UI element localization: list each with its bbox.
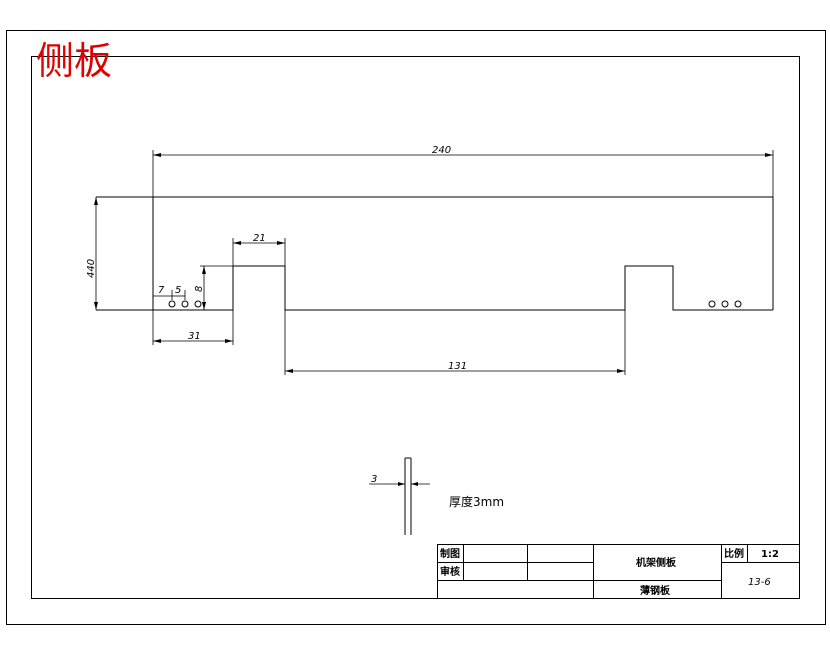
hole — [168, 300, 176, 308]
tb-part-name: 机架侧板 — [636, 556, 677, 569]
hole — [721, 300, 729, 308]
tb-scale-label: 比例 — [724, 547, 744, 560]
dim-hole-spacing: 5 — [175, 285, 181, 296]
tb-drawn-label: 制图 — [440, 547, 460, 560]
hole — [194, 300, 202, 308]
hole — [734, 300, 742, 308]
drawing-frame — [31, 56, 800, 599]
dim-hole-offset: 7 — [158, 285, 165, 296]
hole — [708, 300, 716, 308]
thickness-section — [369, 457, 430, 535]
part-outline — [96, 196, 774, 311]
dim-height: 440 — [86, 259, 97, 278]
sheet-border — [6, 30, 826, 625]
dim-hole-height: 8 — [194, 286, 205, 292]
tb-scale-value: 1:2 — [761, 549, 779, 560]
dim-overall-length: 240 — [432, 145, 451, 156]
mounting-holes — [168, 300, 742, 308]
dim-tab-gap: 131 — [448, 361, 467, 372]
thickness-note: 厚度3mm — [449, 494, 504, 509]
tb-material: 薄钢板 — [640, 584, 671, 597]
dim-tab-offset: 31 — [188, 331, 201, 342]
drawing-title: 侧板 — [36, 39, 112, 83]
tb-drawing-number: 13-6 — [748, 577, 771, 588]
title-block — [437, 544, 800, 599]
tb-checked-label: 审核 — [440, 565, 460, 578]
dim-thickness: 3 — [371, 474, 377, 485]
arrowheads — [94, 153, 773, 373]
dim-tab-width: 21 — [253, 233, 266, 244]
hole — [181, 300, 189, 308]
